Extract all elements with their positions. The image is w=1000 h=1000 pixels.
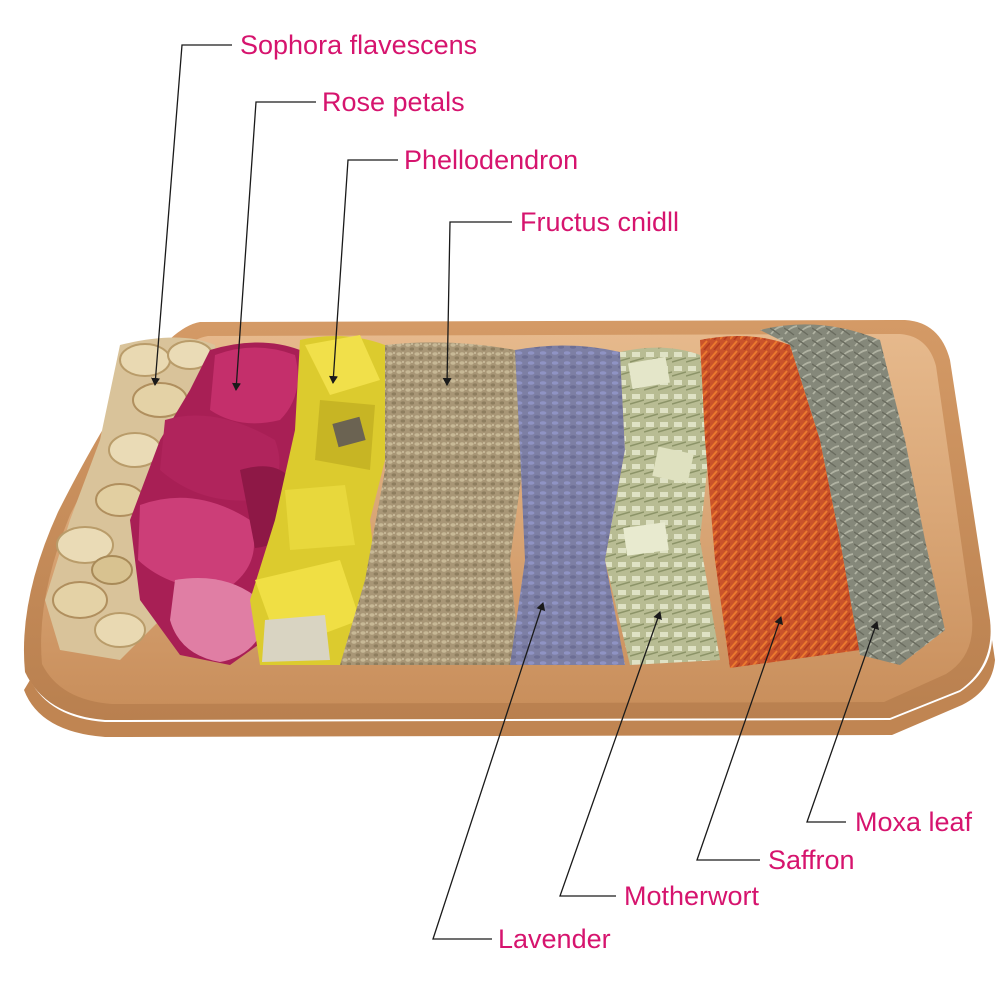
leader-line-moxa	[806, 621, 879, 823]
leader-line-phellodendron	[328, 159, 398, 384]
leader-line-lavender	[432, 602, 546, 940]
label-rose-petals: Rose petals	[322, 87, 465, 117]
leader-line-rose	[231, 101, 316, 391]
saffron-threads	[700, 336, 860, 668]
leader-line-motherwort	[559, 611, 662, 897]
motherwort-herb	[605, 347, 720, 665]
lavender-buds	[510, 345, 625, 665]
leader-line-sophora	[151, 44, 232, 386]
fructus-cnidii-seeds	[340, 342, 525, 665]
label-phellodendron: Phellodendron	[404, 145, 579, 175]
label-saffron: Saffron	[768, 845, 855, 875]
leader-line-cnidium	[442, 221, 512, 386]
phellodendron-bark	[250, 335, 395, 665]
label-lavender: Lavender	[498, 924, 611, 954]
leader-lines	[151, 44, 879, 940]
label-sophora-flavescens: Sophora flavescens	[240, 30, 478, 60]
label-moxa-leaf: Moxa leaf	[855, 807, 973, 837]
leader-line-saffron	[696, 616, 783, 861]
label-motherwort: Motherwort	[624, 881, 760, 911]
moxa-leaves	[760, 324, 945, 665]
label-fructus-cnidii: Fructus cnidll	[520, 207, 680, 237]
